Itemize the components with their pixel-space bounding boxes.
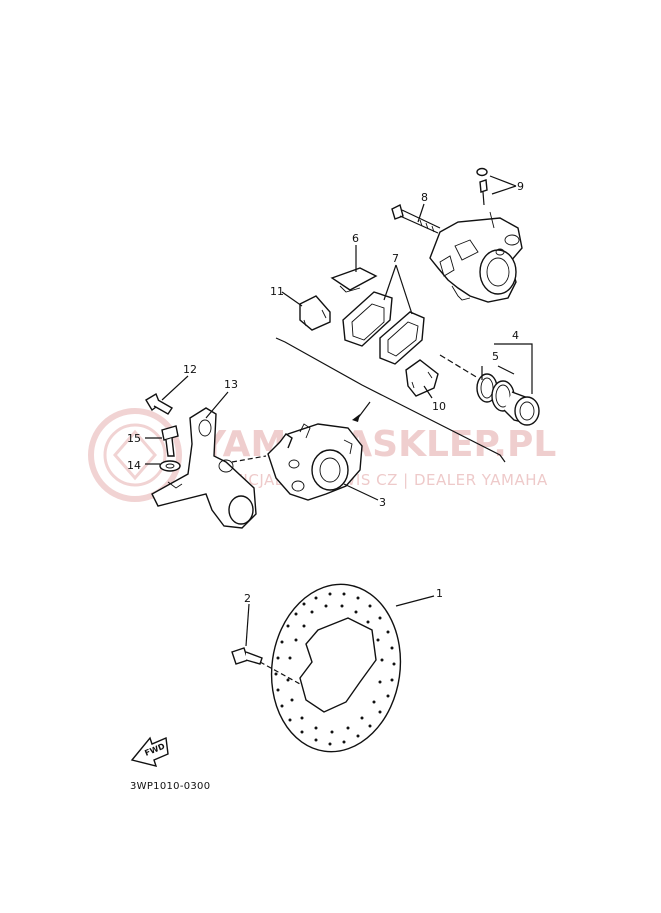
callout-8: 8 [421, 191, 428, 204]
callout-5: 5 [492, 350, 499, 363]
callout-4: 4 [512, 329, 519, 342]
diagram-code: 3WP1010-0300 [130, 781, 210, 792]
caliper-assembly [267, 423, 363, 501]
callout-9: 9 [517, 180, 524, 193]
callout-11: 11 [270, 285, 284, 298]
callout-7: 7 [392, 252, 399, 265]
brake-pads [342, 291, 425, 365]
upper-caliper [391, 167, 523, 303]
callout-14: 14 [127, 459, 141, 472]
callout-10: 10 [432, 400, 446, 413]
callout-6: 6 [352, 232, 359, 245]
callout-lines [145, 175, 533, 647]
watermark-tagline: OFICJALNY SERWIS CZ | DEALER YAMAHA [222, 471, 548, 489]
callout-12: 12 [183, 363, 197, 376]
callout-15: 15 [127, 432, 141, 445]
fwd-arrow-icon: FWD [130, 736, 169, 767]
watermark: YAMAHASKLEP.PL OFICJALNY SERWIS CZ | DEA… [88, 408, 556, 502]
callout-2: 2 [244, 592, 251, 605]
callout-13: 13 [224, 378, 238, 391]
pad-spring [330, 267, 378, 293]
assembly-bracket [275, 337, 506, 463]
watermark-brand: YAMAHASKLEP.PL [199, 424, 556, 465]
brake-disc [231, 583, 402, 753]
watermark-logo-inner [103, 423, 167, 487]
callout-numbers: 1 2 3 4 5 6 7 8 9 10 11 12 13 14 15 [127, 180, 524, 605]
piston-seals [439, 354, 540, 426]
pad-shims [299, 295, 439, 397]
caliper-bracket [145, 392, 267, 529]
callout-1: 1 [436, 587, 443, 600]
callout-3: 3 [379, 496, 386, 509]
watermark-logo-ring [88, 408, 182, 502]
